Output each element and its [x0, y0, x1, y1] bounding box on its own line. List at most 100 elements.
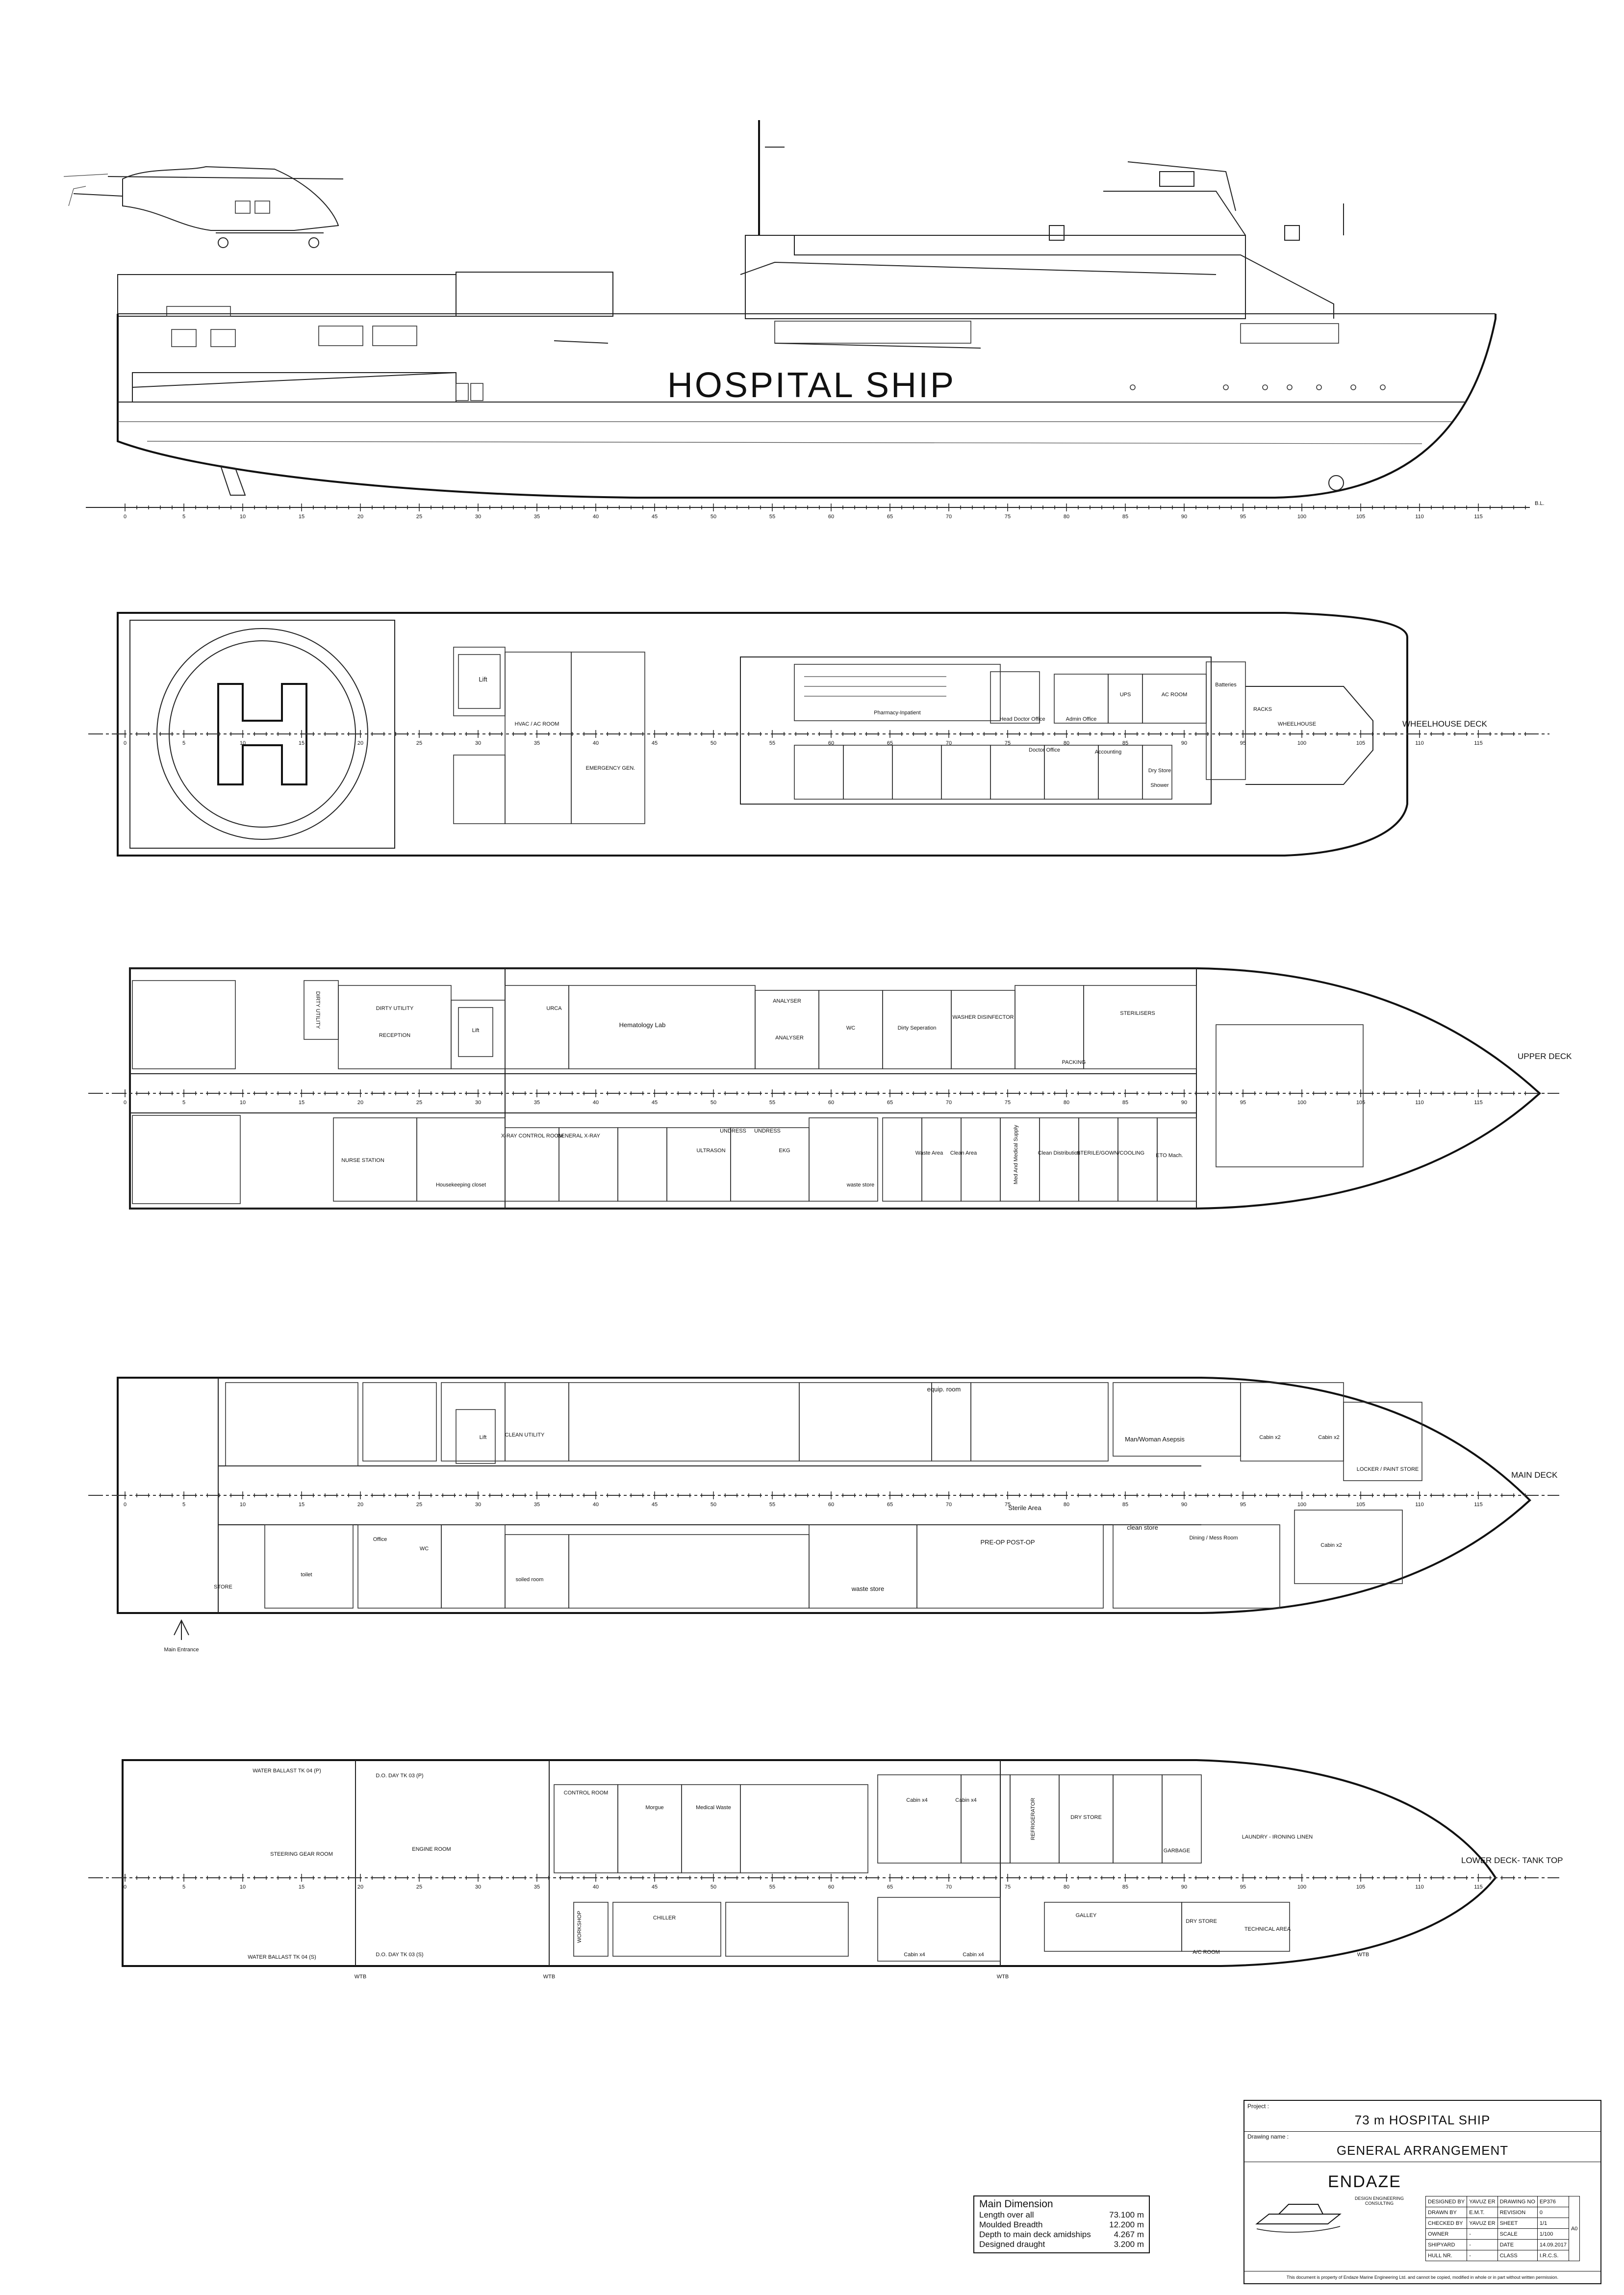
meta-key: DATE: [1497, 2239, 1538, 2250]
frame-tick-label: 60: [828, 1100, 834, 1106]
room-label: TECHNICAL AREA: [1244, 1926, 1291, 1932]
frame-tick-label: 85: [1122, 1884, 1128, 1890]
room-label: CLEAN UTILITY: [505, 1432, 545, 1438]
room-label: RECEPTION: [379, 1033, 410, 1038]
frame-tick-label: 10: [240, 1884, 246, 1890]
frame-tick-label: 90: [1181, 1884, 1187, 1890]
room-label: RACKS: [1253, 706, 1272, 712]
wheelhouse-deck-plan: Lift HVAC / AC ROOM EMERGENCY GEN. Pharm…: [88, 612, 1549, 857]
room-label: PACKING: [1062, 1059, 1086, 1065]
frame-tick-label: 90: [1181, 1502, 1187, 1508]
upper-deck-rooms-bottom: [132, 1115, 1197, 1204]
room-label: Cabin x4: [906, 1797, 927, 1803]
frame-tick-label: 15: [299, 1100, 304, 1106]
frame-tick-label: 30: [475, 740, 481, 746]
frame-tick-label: 70: [946, 1884, 952, 1890]
room-label: Head Doctor Office: [999, 716, 1045, 722]
frame-tick-label: 85: [1122, 514, 1128, 520]
frame-tick-label: 45: [652, 514, 658, 520]
frame-tick-label: 60: [828, 514, 834, 520]
room-label: Office: [373, 1537, 387, 1542]
room-label: HVAC / AC ROOM: [515, 721, 559, 727]
room-label: Cabin x4: [955, 1797, 976, 1803]
room-label: Dining / Mess Room: [1189, 1535, 1238, 1541]
frame-tick-label: 50: [710, 740, 716, 746]
frame-tick-label: 25: [416, 1884, 422, 1890]
window-row: [171, 326, 417, 347]
frame-tick-label: 55: [769, 740, 775, 746]
frame-tick-label: 65: [887, 1884, 893, 1890]
frame-tick-label: 110: [1415, 1100, 1424, 1106]
room-label: Cabin x2: [1318, 1435, 1339, 1440]
meta-value: E.M.T.: [1467, 2207, 1498, 2218]
meta-key: HULL NR.: [1425, 2250, 1468, 2261]
room-label: CHILLER: [653, 1915, 676, 1921]
room-label: GALLEY: [1076, 1913, 1097, 1918]
dimension-value: 73.100 m: [1109, 2210, 1144, 2219]
frame-tick-label: 110: [1415, 1884, 1424, 1890]
meta-key: DRAWING NO: [1497, 2196, 1538, 2207]
room-label: Hematology Lab: [619, 1021, 666, 1029]
meta-key: CHECKED BY: [1425, 2218, 1468, 2229]
frame-tick-label: 90: [1181, 740, 1187, 746]
meta-key: SHIPYARD: [1425, 2239, 1468, 2250]
project-label: Project :: [1247, 2103, 1269, 2110]
meta-value: YAVUZ ER: [1467, 2218, 1498, 2229]
room-label: Dry Store: [1148, 768, 1171, 774]
frame-tick-label: 100: [1297, 1100, 1306, 1106]
frame-tick-label: 5: [182, 740, 185, 746]
room-label: WASHER DISINFECTOR: [952, 1014, 1014, 1020]
room-label: DRY STORE: [1186, 1918, 1217, 1924]
lower-deck-plan: WATER BALLAST TK 04 (P) D.O. DAY TK 03 (…: [88, 1759, 1563, 1980]
frame-tick-label: 100: [1297, 514, 1306, 520]
frame-tick-label: 85: [1122, 1502, 1128, 1508]
frame-tick-label: 65: [887, 1502, 893, 1508]
frame-tick-label: 80: [1064, 1502, 1069, 1508]
frame-tick-label: 20: [357, 514, 363, 520]
room-label: Cabin x4: [963, 1952, 984, 1958]
frame-tick-label: 70: [946, 1502, 952, 1508]
frame-tick-label: 75: [1005, 514, 1011, 520]
project-row: Project : 73 m HOSPITAL SHIP: [1244, 2101, 1600, 2132]
room-label: Admin Office: [1066, 716, 1097, 722]
frame-tick-label: 35: [534, 740, 540, 746]
frame-tick-label: 5: [182, 514, 185, 520]
meta-value: EP376: [1537, 2196, 1569, 2207]
room-label: GENERAL X-RAY: [557, 1133, 601, 1139]
room-label: CONTROL ROOM: [564, 1790, 609, 1796]
frame-tick-label: 75: [1005, 1502, 1011, 1508]
helipad-h-icon: [217, 683, 307, 785]
room-label: Clean Area: [950, 1150, 977, 1156]
room-label: LOCKER / PAINT STORE: [1357, 1466, 1419, 1472]
meta-value: 14.09.2017: [1537, 2239, 1569, 2250]
room-label: Dirty Seperation: [898, 1025, 937, 1031]
frame-tick-label: 25: [416, 1502, 422, 1508]
frame-tick-label: 50: [710, 1100, 716, 1106]
room-label: clean store: [1127, 1524, 1158, 1531]
frame-tick-label: 80: [1064, 1884, 1069, 1890]
ship-name-label: HOSPITAL SHIP: [667, 366, 956, 405]
meta-key: REVISION: [1497, 2207, 1538, 2218]
main-entrance-label: Main Entrance: [164, 1647, 199, 1653]
room-label: Morgue: [645, 1805, 663, 1811]
frame-tick-label: 105: [1356, 514, 1365, 520]
main-deck-rooms-top: [225, 1382, 1422, 1481]
frame-tick-label: 10: [240, 1502, 246, 1508]
frame-tick-label: 75: [1005, 740, 1011, 746]
disclaimer: This document is property of Endaze Mari…: [1244, 2271, 1600, 2283]
room-label: Cabin x2: [1259, 1435, 1280, 1440]
wtb-label: WTB: [1357, 1952, 1369, 1958]
frame-tick-label: 80: [1064, 1100, 1069, 1106]
frame-tick-label: 100: [1297, 1502, 1306, 1508]
room-label: Shower: [1150, 782, 1169, 788]
meta-key: DRAWN BY: [1425, 2207, 1468, 2218]
room-label: DRY STORE: [1070, 1815, 1102, 1820]
meta-key: DESIGNED BY: [1425, 2196, 1468, 2207]
meta-key: SHEET: [1497, 2218, 1538, 2229]
room-label: Housekeeping closet: [436, 1182, 486, 1188]
